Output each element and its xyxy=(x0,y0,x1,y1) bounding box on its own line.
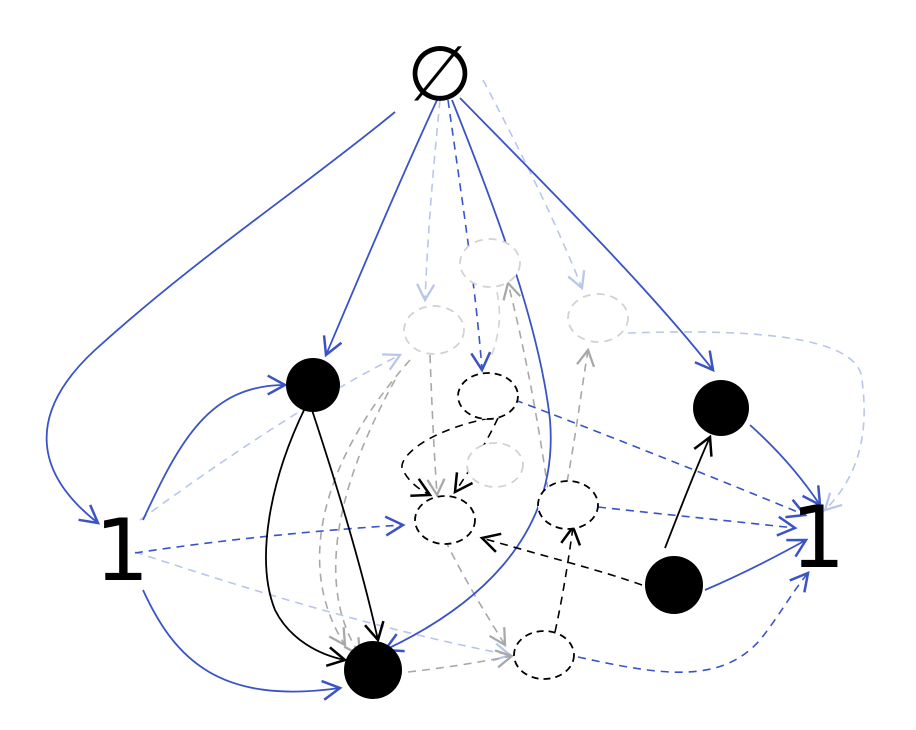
black-edges xyxy=(265,407,713,668)
edge-black-dashed xyxy=(401,417,491,497)
edge-blue-dashed xyxy=(597,506,798,537)
edge-faint xyxy=(416,99,441,303)
edge-blue-dashed xyxy=(447,99,492,373)
edge-blue xyxy=(382,99,552,653)
edge-gray xyxy=(407,649,515,673)
edge-gray xyxy=(566,347,596,483)
faint-edges xyxy=(134,79,865,662)
faint-nodes xyxy=(403,238,629,488)
edge-blue-dashed xyxy=(134,515,406,554)
edge-gray xyxy=(502,280,549,491)
edge-blue xyxy=(142,374,288,521)
node-dashed xyxy=(414,495,476,545)
dashed-nodes xyxy=(414,372,599,680)
gray-edges xyxy=(318,280,596,673)
solid-nodes xyxy=(286,358,749,699)
node-dashed xyxy=(457,372,519,420)
node-dashed xyxy=(537,480,599,530)
node-solid xyxy=(693,380,749,436)
edge-black xyxy=(311,409,385,643)
edge-blue xyxy=(142,589,343,701)
right-one-label: 1 xyxy=(791,488,846,588)
edge-black xyxy=(664,434,713,549)
node-faint xyxy=(403,305,465,355)
edge-gray xyxy=(444,539,507,648)
edge-black xyxy=(265,407,348,668)
edge-gray xyxy=(426,354,446,498)
edge-blue xyxy=(322,99,438,358)
edge-blue xyxy=(45,111,396,525)
empty-set-label: ∅ xyxy=(407,29,473,118)
node-solid xyxy=(344,641,402,699)
edge-blue xyxy=(749,424,822,508)
edge-faint xyxy=(627,331,865,512)
edge-gray xyxy=(318,359,411,648)
edge-gray xyxy=(334,379,396,657)
edge-black-dashed xyxy=(554,524,582,633)
edge-blue-dashed xyxy=(577,570,810,673)
node-solid xyxy=(645,556,703,614)
edge-blue xyxy=(704,538,809,591)
left-one-label: 1 xyxy=(95,501,150,601)
edge-blue-dashed xyxy=(514,399,808,519)
edge-faint xyxy=(489,264,501,361)
blue-edges xyxy=(45,97,822,701)
edge-faint xyxy=(139,353,403,521)
blue-dashed-edges xyxy=(134,99,810,673)
edge-blue xyxy=(459,97,715,373)
node-dashed xyxy=(513,630,575,680)
edge-faint xyxy=(482,79,586,291)
node-faint xyxy=(459,238,521,288)
edge-faint xyxy=(134,551,513,662)
node-faint xyxy=(466,442,524,488)
node-solid xyxy=(286,358,340,412)
node-faint xyxy=(567,293,629,343)
